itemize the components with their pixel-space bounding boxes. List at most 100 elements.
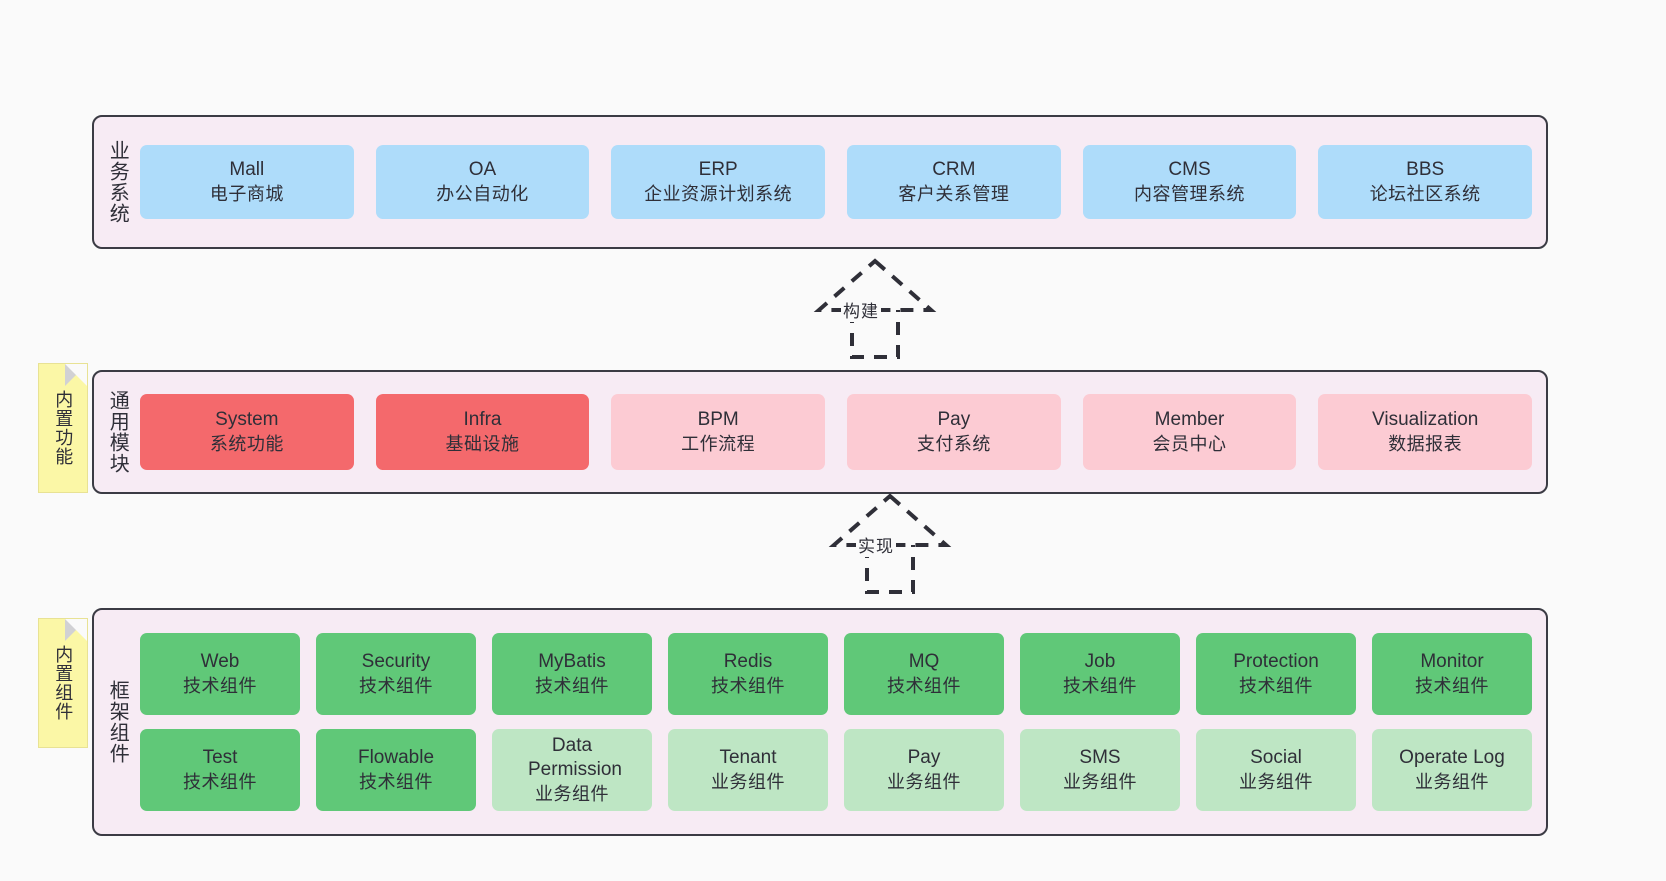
cell-title: Web bbox=[200, 650, 240, 672]
note-label: 内置功能 bbox=[53, 390, 74, 466]
cell-job[interactable]: Job 技术组件 bbox=[1020, 633, 1180, 715]
cell-web[interactable]: Web 技术组件 bbox=[140, 633, 300, 715]
cell-member[interactable]: Member 会员中心 bbox=[1082, 394, 1297, 470]
cell-title: Member bbox=[1154, 408, 1225, 430]
cell-cms[interactable]: CMS 内容管理系统 bbox=[1082, 145, 1297, 219]
cell-title: Test bbox=[202, 746, 238, 768]
cell-title: Flowable bbox=[357, 746, 435, 768]
cell-title: Monitor bbox=[1420, 650, 1484, 672]
cell-subtitle: 业务组件 bbox=[887, 771, 961, 792]
cell-row: Mall 电子商城 OA 办公自动化 ERP 企业资源计划系统 CRM 客户关系… bbox=[140, 145, 1533, 219]
cell-protection[interactable]: Protection 技术组件 bbox=[1196, 633, 1356, 715]
cell-tenant[interactable]: Tenant 业务组件 bbox=[668, 729, 828, 811]
note-built-in-components: 内置组件 bbox=[38, 618, 88, 748]
cell-subtitle: 办公自动化 bbox=[436, 183, 529, 204]
cell-title: CMS bbox=[1168, 158, 1211, 180]
cell-title: CRM bbox=[932, 158, 976, 180]
cell-redis[interactable]: Redis 技术组件 bbox=[668, 633, 828, 715]
cell-subtitle: 工作流程 bbox=[681, 433, 756, 454]
cell-test[interactable]: Test 技术组件 bbox=[140, 729, 300, 811]
cell-infra[interactable]: Infra 基础设施 bbox=[375, 394, 590, 470]
cell-title: Pay bbox=[937, 408, 971, 430]
cell-system[interactable]: System 系统功能 bbox=[140, 394, 354, 470]
cell-subtitle: 基础设施 bbox=[445, 433, 520, 454]
cell-pay-component[interactable]: Pay 业务组件 bbox=[844, 729, 1004, 811]
layer-title-framework-components: 框架组件 bbox=[106, 680, 129, 764]
cell-title: Pay bbox=[907, 746, 941, 768]
cell-subtitle: 业务组件 bbox=[1239, 771, 1313, 792]
cell-erp[interactable]: ERP 企业资源计划系统 bbox=[611, 145, 826, 219]
cell-subtitle: 电子商城 bbox=[209, 183, 284, 204]
cell-title: Data Permission bbox=[528, 734, 622, 781]
cell-subtitle: 企业资源计划系统 bbox=[644, 183, 793, 204]
cell-flowable[interactable]: Flowable 技术组件 bbox=[316, 729, 476, 811]
cell-title: Operate Log bbox=[1399, 746, 1505, 768]
cell-visualization[interactable]: Visualization 数据报表 bbox=[1318, 394, 1533, 470]
connector-build: 构建 bbox=[795, 255, 955, 360]
cell-oa[interactable]: OA 办公自动化 bbox=[375, 145, 590, 219]
cell-title: Security bbox=[361, 650, 431, 672]
layer-body-common-modules: System 系统功能 Infra 基础设施 BPM 工作流程 Pay 支付系统… bbox=[140, 372, 1546, 492]
cell-title: Job bbox=[1084, 650, 1116, 672]
cell-pay[interactable]: Pay 支付系统 bbox=[847, 394, 1061, 470]
cell-subtitle: 业务组件 bbox=[1063, 771, 1137, 792]
note-built-in-functions: 内置功能 bbox=[38, 363, 88, 493]
cell-title: SMS bbox=[1079, 746, 1121, 768]
cell-subtitle: 客户关系管理 bbox=[898, 183, 1010, 204]
cell-subtitle: 论坛社区系统 bbox=[1369, 183, 1481, 204]
cell-subtitle: 业务组件 bbox=[711, 771, 785, 792]
cell-subtitle: 技术组件 bbox=[183, 675, 257, 696]
cell-title: Social bbox=[1250, 746, 1302, 768]
generalization-arrow-icon bbox=[813, 258, 937, 359]
cell-row: Web 技术组件 Security 技术组件 MyBatis 技术组件 Redi… bbox=[140, 633, 1532, 715]
cell-sms[interactable]: SMS 业务组件 bbox=[1020, 729, 1180, 811]
cell-title: Visualization bbox=[1372, 408, 1479, 430]
connector-label: 实现 bbox=[856, 532, 896, 557]
cell-bpm[interactable]: BPM 工作流程 bbox=[611, 394, 826, 470]
cell-subtitle: 技术组件 bbox=[1063, 675, 1137, 696]
connector-implement: 实现 bbox=[810, 490, 970, 595]
cell-subtitle: 技术组件 bbox=[887, 675, 961, 696]
cell-subtitle: 业务组件 bbox=[535, 784, 609, 804]
cell-subtitle: 技术组件 bbox=[711, 675, 785, 696]
cell-social[interactable]: Social 业务组件 bbox=[1196, 729, 1356, 811]
cell-subtitle: 技术组件 bbox=[359, 675, 433, 696]
cell-subtitle: 业务组件 bbox=[1415, 771, 1489, 792]
note-label: 内置组件 bbox=[53, 645, 74, 721]
cell-row: Test 技术组件 Flowable 技术组件 Data Permission … bbox=[140, 729, 1532, 811]
cell-mybatis[interactable]: MyBatis 技术组件 bbox=[492, 633, 652, 715]
cell-title: ERP bbox=[698, 158, 738, 180]
cell-title: BBS bbox=[1406, 158, 1445, 180]
cell-subtitle: 技术组件 bbox=[1415, 675, 1489, 696]
cell-row: System 系统功能 Infra 基础设施 BPM 工作流程 Pay 支付系统… bbox=[140, 394, 1533, 470]
cell-subtitle: 技术组件 bbox=[535, 675, 609, 696]
cell-subtitle: 内容管理系统 bbox=[1134, 183, 1246, 204]
cell-subtitle: 数据报表 bbox=[1388, 433, 1463, 454]
cell-subtitle: 技术组件 bbox=[359, 771, 433, 792]
cell-monitor[interactable]: Monitor 技术组件 bbox=[1372, 633, 1532, 715]
connector-label: 构建 bbox=[841, 297, 881, 322]
cell-title: Redis bbox=[723, 650, 773, 672]
cell-security[interactable]: Security 技术组件 bbox=[316, 633, 476, 715]
cell-title: Mall bbox=[229, 158, 265, 180]
cell-subtitle: 会员中心 bbox=[1152, 433, 1227, 454]
cell-title: MyBatis bbox=[538, 650, 606, 672]
layer-title-common-modules: 通用模块 bbox=[106, 390, 129, 474]
layer-body-business-systems: Mall 电子商城 OA 办公自动化 ERP 企业资源计划系统 CRM 客户关系… bbox=[140, 117, 1546, 247]
cell-title: OA bbox=[468, 158, 497, 180]
cell-bbs[interactable]: BBS 论坛社区系统 bbox=[1318, 145, 1533, 219]
cell-title: MQ bbox=[908, 650, 940, 672]
cell-operate-log[interactable]: Operate Log 业务组件 bbox=[1372, 729, 1532, 811]
cell-mq[interactable]: MQ 技术组件 bbox=[844, 633, 1004, 715]
cell-data-permission[interactable]: Data Permission 业务组件 bbox=[492, 729, 652, 811]
cell-mall[interactable]: Mall 电子商城 bbox=[140, 145, 354, 219]
layer-common-modules: 通用模块 System 系统功能 Infra 基础设施 BPM 工作流程 Pay… bbox=[92, 370, 1548, 494]
layer-title-business-systems: 业务系统 bbox=[106, 140, 129, 224]
cell-title: BPM bbox=[697, 408, 739, 430]
layer-business-systems: 业务系统 Mall 电子商城 OA 办公自动化 ERP 企业资源计划系统 CRM… bbox=[92, 115, 1548, 249]
cell-crm[interactable]: CRM 客户关系管理 bbox=[847, 145, 1061, 219]
cell-title: Infra bbox=[463, 408, 502, 430]
cell-title: Tenant bbox=[719, 746, 777, 768]
layer-framework-components: 框架组件 Web 技术组件 Security 技术组件 MyBatis 技术组件… bbox=[92, 608, 1548, 836]
